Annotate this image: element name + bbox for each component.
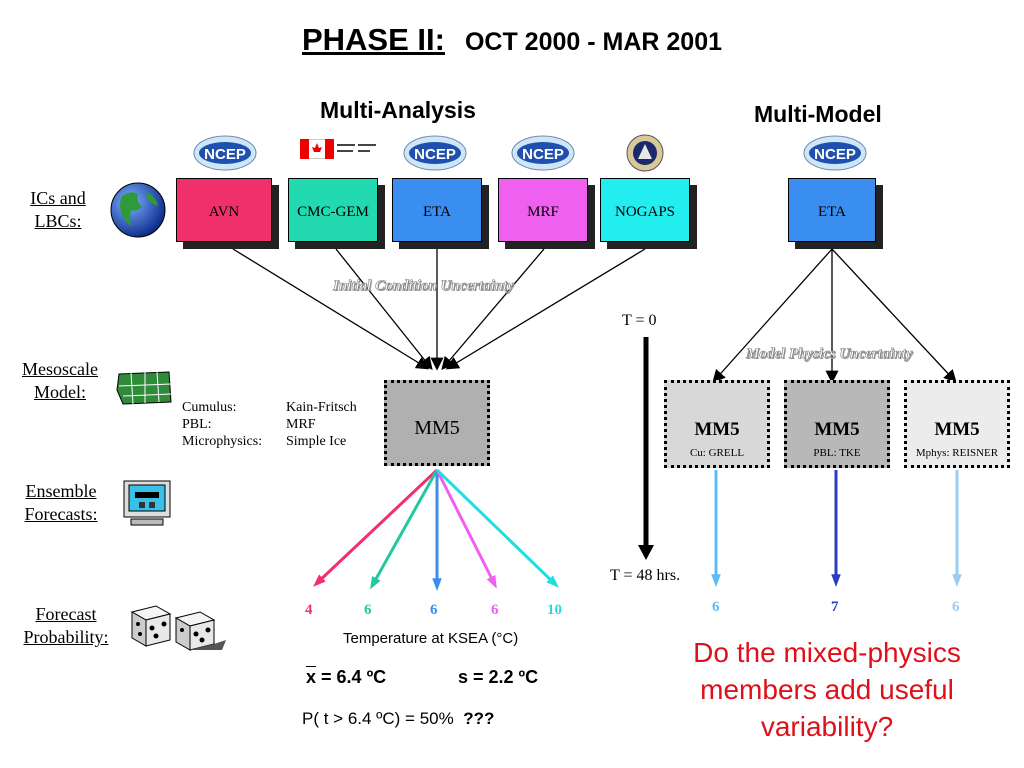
globe-icon bbox=[110, 182, 166, 238]
ensemble-value-avn: 4 bbox=[305, 602, 313, 618]
navy-seal-logo bbox=[625, 133, 665, 173]
mm5-config-keys: Cumulus:PBL:Microphysics: bbox=[182, 400, 263, 449]
ncep-logo: NCEP bbox=[802, 134, 868, 172]
model-physics-uncertainty-label: Model Physics Uncertainty bbox=[746, 346, 913, 363]
ensemble-value-cmc: 6 bbox=[364, 602, 372, 618]
analysis-box-avn: AVN bbox=[176, 178, 272, 242]
probability-stat: P( t > 6.4 ºC) = 50% ??? bbox=[302, 709, 495, 728]
mm5-control-box: MM5 bbox=[384, 380, 490, 466]
svg-text:NCEP: NCEP bbox=[204, 146, 246, 163]
arrowhead bbox=[432, 578, 442, 591]
initial-condition-uncertainty-label: Initial Condition Uncertainty bbox=[333, 278, 514, 295]
arrowhead bbox=[831, 574, 841, 587]
model-value-reisner: 6 bbox=[952, 599, 960, 615]
mean-symbol: x bbox=[306, 667, 317, 687]
arrowhead bbox=[546, 575, 559, 588]
title-phase: PHASE II: bbox=[301, 22, 445, 57]
mean-stat: x = 6.4 ºC bbox=[306, 667, 387, 687]
model-value-grell: 6 bbox=[712, 599, 720, 615]
arrowhead bbox=[952, 574, 962, 587]
model-value-tke: 7 bbox=[831, 599, 839, 615]
analysis-box-cmc-gem: CMC-GEM bbox=[288, 178, 378, 242]
svg-text:NCEP: NCEP bbox=[522, 146, 564, 163]
svg-text:NCEP: NCEP bbox=[814, 146, 856, 163]
ncep-logo: NCEP bbox=[192, 134, 258, 172]
multi-analysis-header: Multi-Analysis bbox=[320, 97, 476, 123]
time-end-label: T = 48 hrs. bbox=[610, 567, 681, 584]
ensemble-value-nogaps: 10 bbox=[547, 602, 562, 618]
arrowhead bbox=[313, 574, 326, 587]
ncep-logo: NCEP bbox=[510, 134, 576, 172]
model-box-eta: ETA bbox=[788, 178, 876, 242]
multi-model-header: Multi-Model bbox=[754, 101, 882, 127]
sd-stat: s = 2.2 ºC bbox=[458, 667, 539, 687]
analysis-box-nogaps: NOGAPS bbox=[600, 178, 690, 242]
computer-monitor-icon bbox=[123, 480, 171, 526]
page-title: PHASE II: OCT 2000 - MAR 2001 bbox=[0, 22, 1024, 58]
canada-flag-icon bbox=[299, 138, 335, 160]
arrowhead bbox=[486, 575, 497, 589]
svg-text:NCEP: NCEP bbox=[414, 146, 456, 163]
ncep-logo: NCEP bbox=[402, 134, 468, 172]
temperature-axis-label: Temperature at KSEA (°C) bbox=[343, 630, 519, 647]
title-dates: OCT 2000 - MAR 2001 bbox=[464, 28, 722, 56]
dice-icon bbox=[130, 605, 226, 651]
arrowhead bbox=[370, 576, 381, 590]
analysis-box-eta: ETA bbox=[392, 178, 482, 242]
ensemble-value-mrf: 6 bbox=[491, 602, 499, 618]
unknown-marker: ??? bbox=[463, 709, 495, 728]
us-map-icon bbox=[116, 371, 172, 405]
time-start-label: T = 0 bbox=[622, 312, 657, 329]
analysis-box-mrf: MRF bbox=[498, 178, 588, 242]
arrowhead bbox=[711, 574, 721, 587]
environment-canada-logo bbox=[337, 142, 377, 156]
ensemble-value-eta: 6 bbox=[430, 602, 438, 618]
